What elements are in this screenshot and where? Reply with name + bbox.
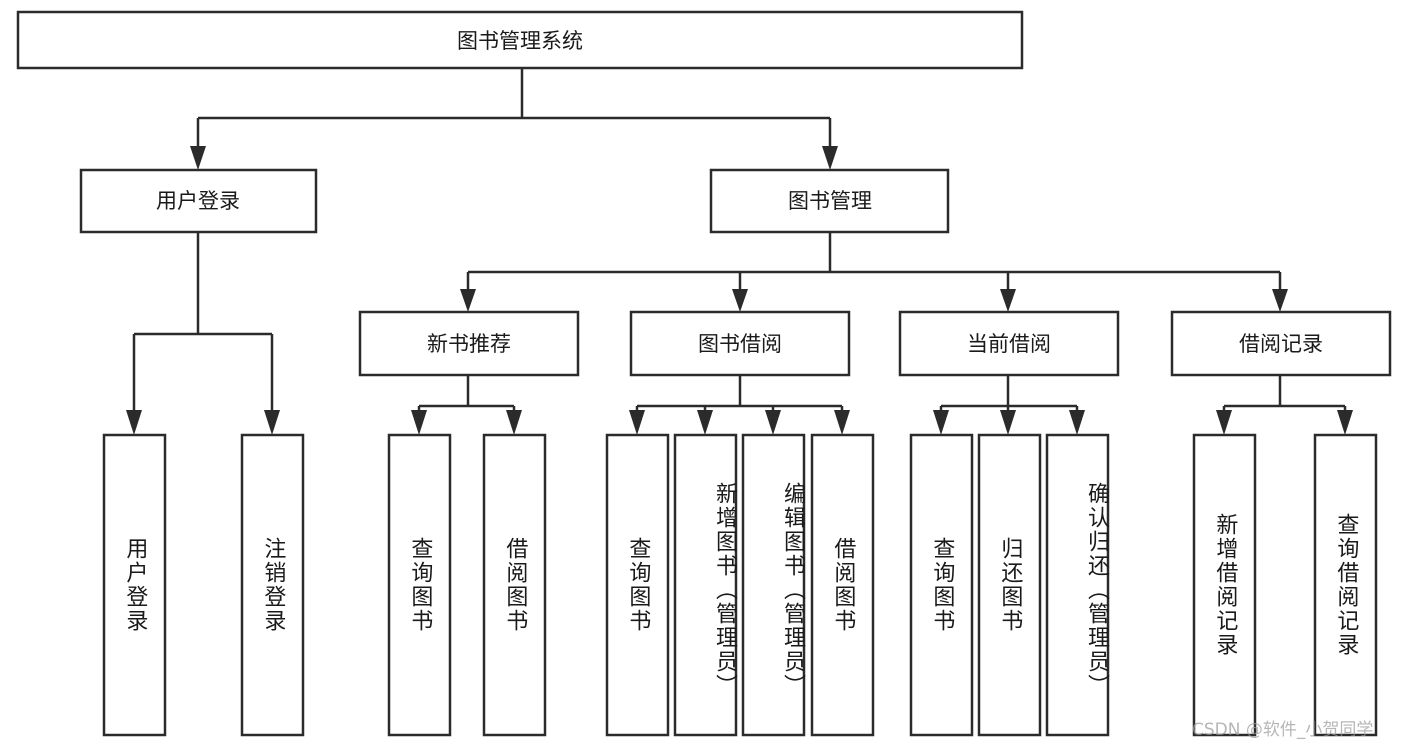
leaf-box-query-record[interactable]	[1313, 433, 1378, 737]
node-borrow-record-label: 借阅记录	[1239, 332, 1323, 356]
leaf-box-user-login[interactable]	[102, 433, 167, 737]
leaf-box-borrow-book-2[interactable]	[810, 433, 875, 737]
leaf-box-add-record[interactable]	[1192, 433, 1257, 737]
arrow-head-leaf-borrow-book-2	[834, 410, 850, 435]
leaf-box-return-book[interactable]	[977, 433, 1042, 737]
node-root-label: 图书管理系统	[457, 29, 583, 53]
arrow-head-leaf-confirm-return	[1069, 410, 1085, 435]
node-new-book-rec-box[interactable]	[358, 310, 580, 377]
arrow-head-borrow-record	[1272, 289, 1288, 312]
node-current-borrow-box[interactable]	[898, 310, 1120, 377]
node-current-borrow-label: 当前借阅	[967, 332, 1051, 356]
node-user-login-box[interactable]	[79, 168, 318, 234]
arrow-head-new-book-rec	[460, 289, 476, 312]
arrow-head-book-borrow	[732, 289, 748, 312]
leaf-box-query-book-1[interactable]	[387, 433, 452, 737]
node-borrow-record-box[interactable]	[1170, 310, 1392, 377]
connector-layer	[126, 68, 1353, 435]
node-book-borrow-label: 图书借阅	[698, 332, 782, 356]
leaf-box-add-book[interactable]	[673, 433, 738, 737]
arrow-head-leaf-query-book-2	[629, 410, 645, 435]
leaf-box-confirm-return[interactable]	[1045, 433, 1110, 737]
node-root-box[interactable]	[16, 10, 1024, 70]
arrow-head-leaf-query-book-3	[933, 410, 949, 435]
leaf-box-query-book-2[interactable]	[605, 433, 670, 737]
leaf-box-logout[interactable]	[240, 433, 305, 737]
arrow-head-book-mgmt	[822, 146, 838, 170]
arrow-head-leaf-return-book	[1000, 410, 1016, 435]
arrow-head-leaf-borrow-book-1	[506, 410, 522, 435]
node-user-login-label: 用户登录	[156, 189, 240, 213]
csdn-watermark: CSDN @软件_小贺同学	[1192, 720, 1374, 740]
arrow-head-leaf-add-record	[1216, 410, 1232, 435]
arrow-head-user-login	[190, 146, 206, 170]
leaf-box-edit-book[interactable]	[741, 433, 806, 737]
arrow-head-leaf-add-book	[697, 410, 713, 435]
node-book-mgmt-box[interactable]	[709, 168, 950, 234]
arrow-head-leaf-query-book-1	[411, 410, 427, 435]
node-new-book-rec-label: 新书推荐	[427, 332, 511, 356]
leaf-box-borrow-book-1[interactable]	[482, 433, 547, 737]
node-book-borrow-box[interactable]	[629, 310, 851, 377]
arrow-head-leaf-query-record	[1337, 410, 1353, 435]
node-book-mgmt-label: 图书管理	[788, 189, 872, 213]
leaf-box-query-book-3[interactable]	[909, 433, 974, 737]
arrow-head-leaf-logout	[264, 410, 280, 435]
node-layer: 图书管理系统 用户登录 图书管理 新书推荐 图书借阅 当前借阅 借阅记录	[16, 10, 1392, 737]
arrow-head-leaf-edit-book	[765, 410, 781, 435]
arrow-head-leaf-user-login	[126, 410, 142, 435]
arrow-head-current-borrow	[1000, 289, 1016, 312]
